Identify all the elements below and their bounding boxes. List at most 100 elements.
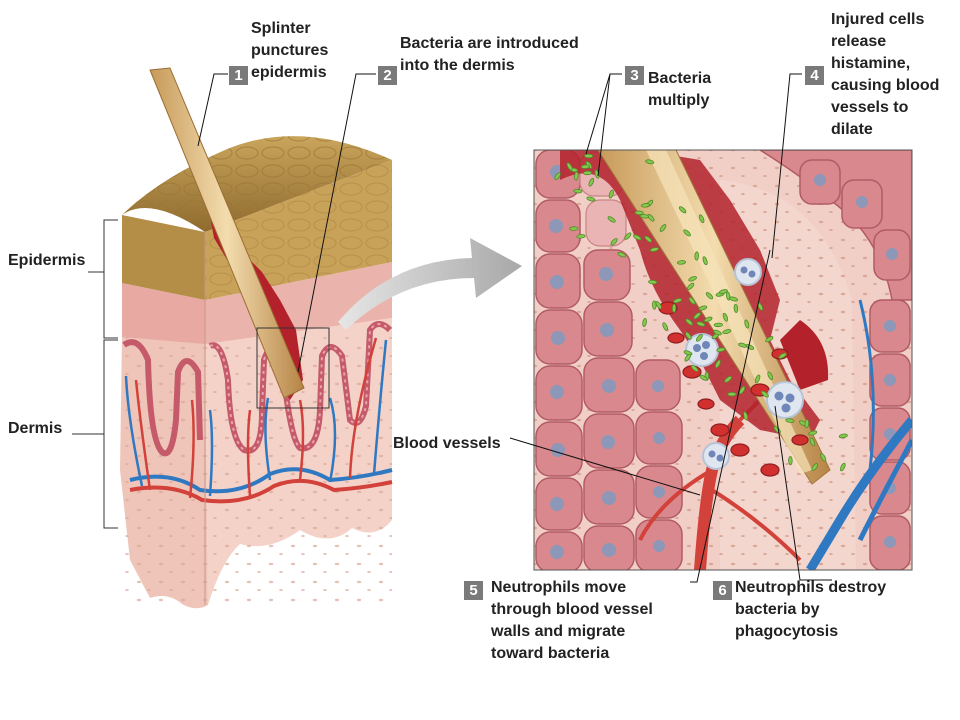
bacterium — [713, 322, 723, 328]
bacterium — [733, 303, 739, 313]
bacterium — [754, 374, 761, 384]
bacterium — [696, 321, 706, 327]
bacterium — [698, 214, 705, 223]
leader-lines — [197, 73, 832, 583]
bacterium — [820, 453, 827, 462]
bacterium — [633, 234, 642, 241]
magnified-view — [534, 139, 912, 570]
step-2-badge: 2 — [378, 66, 397, 85]
bacterium — [642, 317, 647, 328]
bacterium — [811, 463, 819, 471]
bacterium — [573, 188, 583, 194]
bacterium — [649, 247, 659, 252]
bacterium — [676, 260, 687, 265]
bacterium — [634, 210, 644, 216]
skin-block — [120, 67, 393, 609]
bacterium — [716, 347, 726, 352]
bacterium — [624, 232, 632, 240]
bacterium — [586, 196, 596, 202]
bacterium — [693, 312, 701, 320]
bacterium — [724, 375, 732, 383]
bacterium — [659, 224, 667, 232]
bacterium — [694, 251, 699, 261]
dermis-label: Dermis — [8, 420, 63, 437]
bacterium — [702, 256, 708, 266]
bacterium — [713, 329, 722, 336]
bacterium — [582, 170, 593, 176]
bacterium — [607, 216, 616, 223]
bacterium — [699, 374, 708, 381]
bacterium — [554, 172, 561, 181]
step-1-caption: Splinter punctures epidermis — [251, 20, 329, 81]
bacterium — [785, 418, 795, 423]
bacterium — [617, 251, 627, 258]
bacterium — [744, 319, 750, 329]
bacterium — [580, 164, 590, 169]
bacteria — [554, 139, 848, 472]
step-5-caption: Neutrophils move through blood vessel wa… — [491, 579, 653, 662]
bacterium — [738, 342, 748, 348]
bacterium — [714, 359, 721, 369]
blood-vessels-label: Blood vessels — [393, 435, 501, 452]
step-2-caption: Bacteria are introduced into the dermis — [400, 35, 579, 74]
bacterium — [839, 462, 846, 472]
bacterium — [703, 316, 713, 323]
bacterium — [739, 386, 746, 395]
bacterium — [673, 298, 683, 304]
bacterium — [574, 171, 579, 181]
bacterium — [743, 411, 749, 421]
bacterium — [688, 276, 697, 282]
bacterium — [678, 206, 687, 214]
neutrophils — [685, 258, 804, 470]
bacterium — [767, 371, 774, 381]
bacterium — [610, 238, 618, 246]
bacterium — [778, 352, 787, 359]
bacterium — [718, 289, 728, 295]
bacterium — [683, 229, 691, 237]
bacterium — [561, 139, 568, 148]
bacterium — [685, 318, 693, 326]
bacterium — [761, 390, 769, 398]
step-3-badge: 3 — [625, 66, 644, 85]
bacterium — [705, 292, 714, 300]
step-4-caption: Injured cells release histamine, causing… — [831, 11, 940, 138]
bacterium — [808, 430, 818, 436]
bacterium — [838, 433, 848, 439]
bacterium — [671, 303, 677, 313]
bacterium — [722, 329, 732, 335]
bacterium — [655, 301, 662, 310]
step-1-badge: 1 — [229, 66, 248, 85]
bacterium — [644, 235, 653, 243]
bacterium — [809, 437, 815, 447]
bacterium — [729, 296, 738, 302]
bacterium — [788, 456, 793, 466]
bacterium — [727, 392, 737, 397]
bacterium — [569, 226, 579, 231]
epidermis-label: Epidermis — [8, 252, 86, 269]
bacterium — [765, 336, 774, 343]
step-6-caption: Neutrophils destroy bacteria by phagocyt… — [735, 579, 887, 640]
step-3-caption: Bacteria multiply — [648, 70, 712, 109]
bacterium — [695, 333, 703, 342]
bacterium — [566, 162, 573, 171]
bacterium — [648, 279, 658, 285]
step-4-badge: 4 — [805, 66, 824, 85]
bacterium — [576, 234, 586, 239]
step-6-badge: 6 — [713, 581, 732, 600]
bacterium — [588, 178, 595, 187]
bacterium — [722, 312, 729, 322]
bacterium — [698, 305, 708, 311]
bacterium — [639, 214, 649, 219]
bacterium — [662, 322, 669, 331]
bacterium — [584, 153, 594, 159]
step-5-badge: 5 — [464, 581, 483, 600]
bacterium — [645, 159, 655, 165]
bacterium — [685, 331, 692, 340]
bacterium — [647, 214, 655, 222]
bacterium — [640, 203, 651, 208]
bacterium — [690, 364, 699, 372]
bacterium — [608, 189, 614, 199]
bacterium — [688, 296, 696, 305]
